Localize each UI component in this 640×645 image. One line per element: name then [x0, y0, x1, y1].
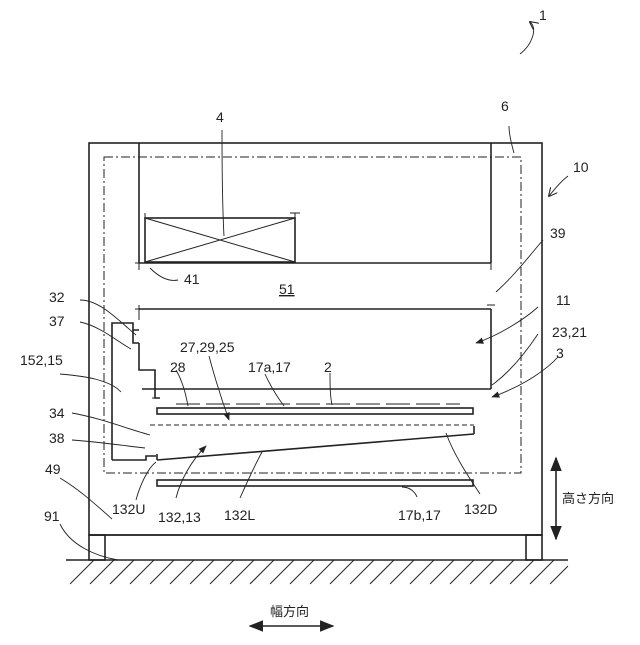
- plate-17b: [157, 480, 473, 486]
- label-132D: 132D: [464, 501, 497, 517]
- label-4: 4: [216, 109, 224, 125]
- label-23-21: 23,21: [552, 324, 587, 340]
- label-28: 28: [170, 359, 186, 375]
- label-27-29-25: 27,29,25: [180, 339, 235, 355]
- height-direction-label: 高さ方向: [562, 491, 614, 507]
- label-34: 34: [49, 405, 65, 421]
- floor-hatching: [70, 560, 568, 584]
- label-2: 2: [324, 359, 332, 375]
- left-frame-structure: [112, 323, 160, 460]
- label-41: 41: [184, 271, 200, 287]
- label-132L: 132L: [224, 507, 255, 523]
- housing-10: [89, 143, 542, 560]
- label-49: 49: [45, 461, 61, 477]
- label-132U: 132U: [112, 501, 145, 517]
- label-1: 1: [539, 7, 547, 23]
- label-32: 32: [49, 289, 65, 305]
- component-4: [145, 213, 300, 262]
- label-11: 11: [556, 292, 571, 308]
- inner-boundary-6: [104, 157, 521, 473]
- upper-unit: [135, 143, 491, 270]
- label-152-15: 152,15: [20, 352, 63, 368]
- label-17a-17: 17a,17: [248, 359, 291, 375]
- label-39: 39: [550, 225, 566, 241]
- label-17b-17: 17b,17: [398, 507, 441, 523]
- label-37: 37: [49, 313, 65, 329]
- label-51: 51: [279, 281, 295, 297]
- label-3: 3: [556, 345, 564, 361]
- label-91: 91: [44, 508, 60, 524]
- plate-17a: [157, 404, 473, 414]
- label-6: 6: [501, 98, 509, 114]
- width-direction-label: 幅方向: [270, 604, 309, 620]
- label-132-13: 132,13: [158, 509, 201, 525]
- duct-132: [157, 426, 474, 460]
- label-38: 38: [49, 430, 65, 446]
- label-10: 10: [573, 159, 589, 175]
- floor: [66, 560, 568, 584]
